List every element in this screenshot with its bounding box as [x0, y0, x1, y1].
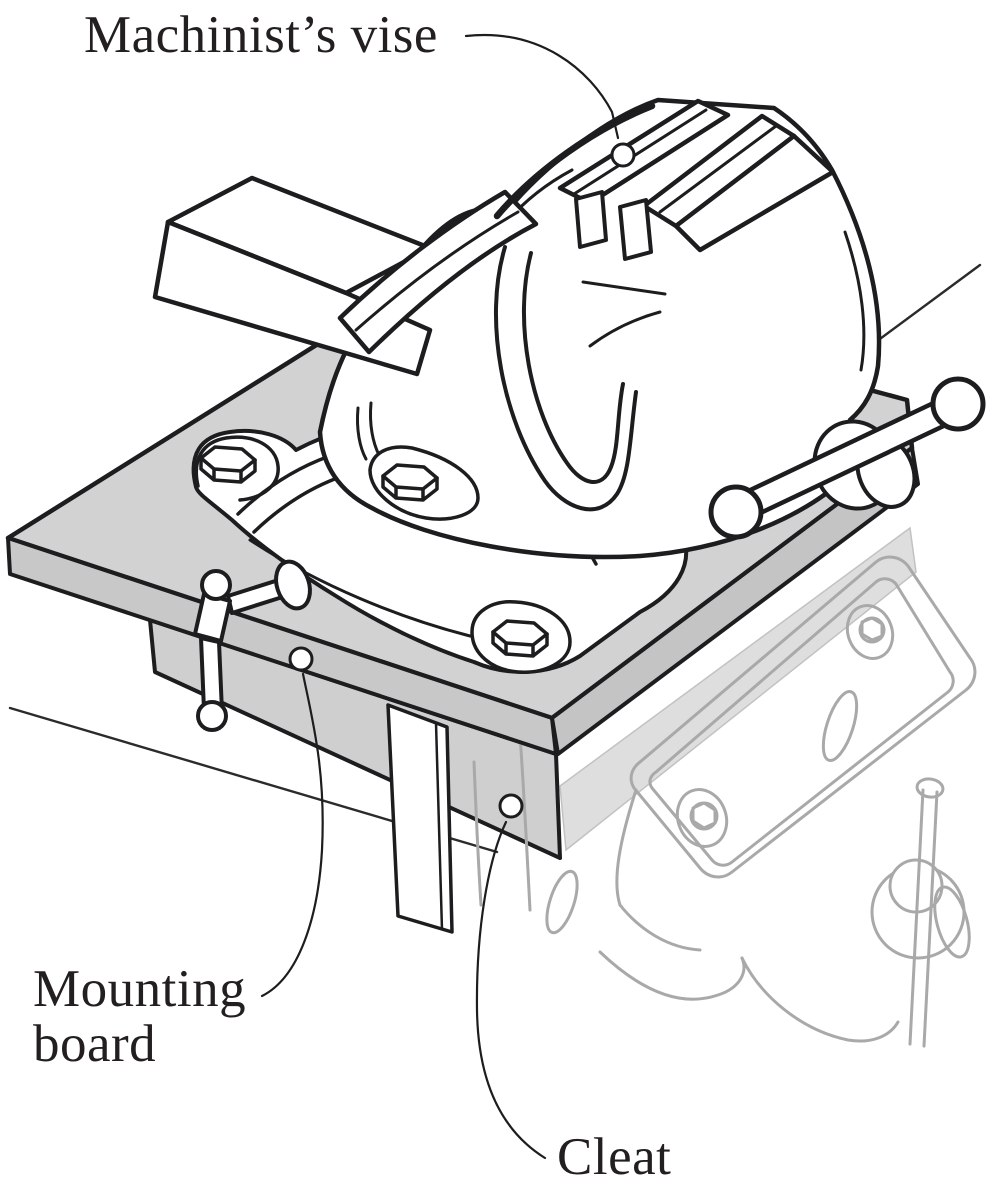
machinists-vise [152, 97, 986, 732]
mounting-board-front-right-edge [550, 446, 920, 756]
handle-ball [930, 376, 986, 432]
face-vise-body-curve [615, 788, 638, 907]
vise-screw-and-handle [708, 376, 986, 540]
face-vise-bolt [845, 604, 895, 660]
cleat-label: Cleat [557, 1128, 672, 1186]
face-vise-jaw-edge [472, 760, 483, 907]
lug-outline [194, 435, 280, 502]
jaw-arm-accent [354, 210, 520, 332]
mounting-board-label-line1: Mounting [33, 960, 247, 1018]
vise-head-dome [493, 102, 656, 220]
bench-edge-band [559, 526, 917, 852]
face-vise-body-curve [598, 950, 746, 1001]
face-vise-slot [821, 690, 859, 762]
face-vise-bolt-hex [691, 801, 717, 830]
face-vise-body-curve [740, 956, 900, 1043]
face-vise-slot [545, 869, 579, 935]
leader-cleat [475, 820, 547, 1160]
vise-jaws [557, 98, 836, 261]
hex-bolt [381, 463, 439, 502]
leader-mounting-board [260, 672, 324, 998]
bench-leg [386, 703, 454, 934]
base-lugs-and-bolts [194, 435, 572, 674]
face-vise-screw-collar [933, 885, 971, 959]
lock-grip-ball [196, 700, 228, 732]
hex-bolt [491, 619, 549, 658]
leader-marker [610, 142, 636, 168]
hex-bolt [199, 445, 257, 484]
face-vise-handle-cap [915, 777, 945, 799]
face-vise-handle-rod [908, 788, 939, 1048]
face-vise-bolt [675, 788, 729, 848]
face-vise-plate-inner [648, 577, 955, 867]
lock-boss [274, 559, 312, 611]
handle-ball [708, 484, 764, 540]
leader-machinists-vise [464, 33, 620, 140]
base-front-accent [248, 538, 472, 638]
leader-marker [288, 646, 314, 672]
lock-grip-ball [200, 569, 232, 601]
face-vise-body-curve [618, 903, 702, 952]
jaw-plate-tab [618, 198, 653, 261]
leader-lines [260, 33, 636, 1160]
face-vise-jaw-edge [518, 733, 532, 912]
face-vise-plate [629, 555, 977, 879]
bench-face-vise [472, 555, 977, 1048]
machinists-vise-label: Machinist’s vise [84, 6, 438, 64]
mounting-board-label: Mounting board [33, 960, 247, 1074]
mounting-board-label-line2: board [33, 1015, 157, 1074]
leader-marker [498, 793, 524, 819]
face-vise-bolt-hex [860, 616, 884, 642]
swivel-lock-handle [193, 559, 312, 732]
jaw-plate-tab [574, 190, 608, 249]
rear-jaw-face [673, 133, 836, 253]
